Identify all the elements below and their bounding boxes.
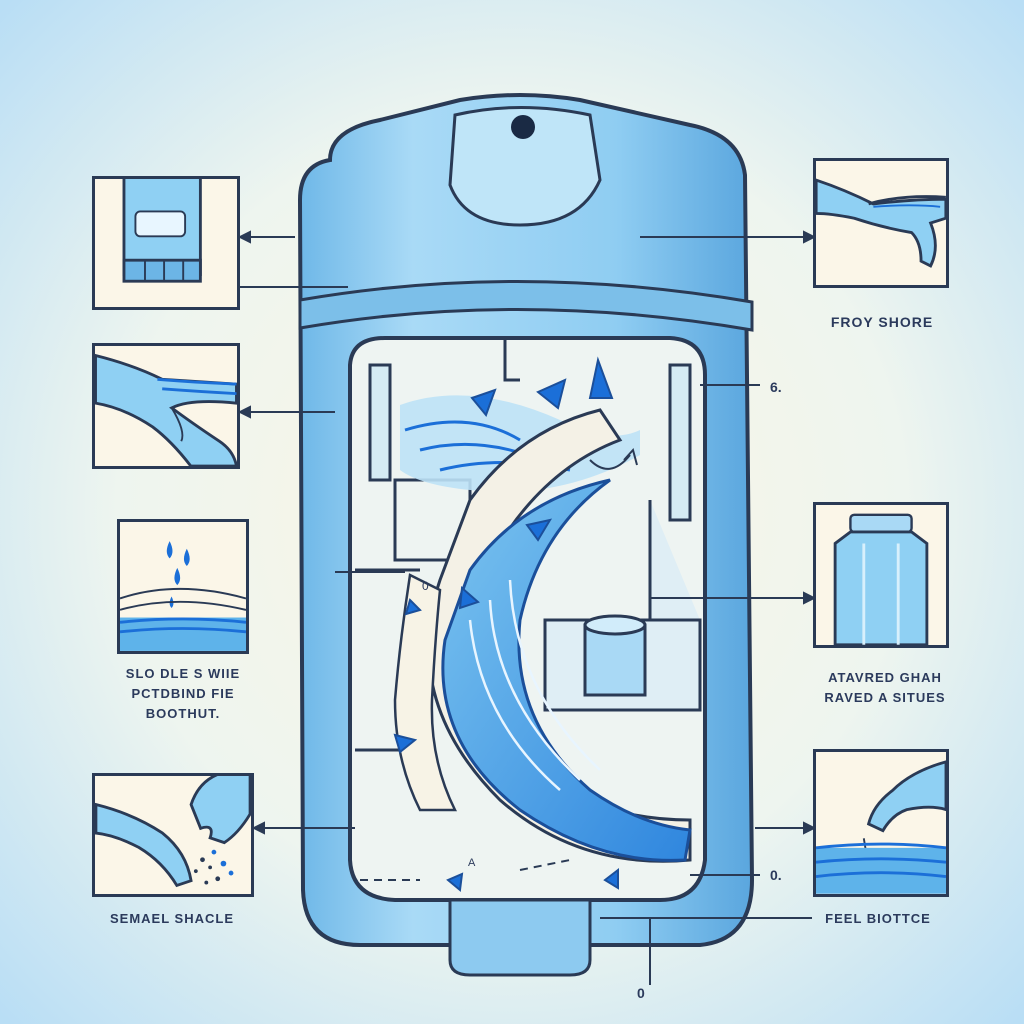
flow-stream-left: [393, 573, 458, 812]
label-mid-left-line-1: SLO DLE S WIIE: [125, 666, 241, 681]
inner-cylinder: [583, 614, 647, 697]
label-mid-left: SLO DLE S WIIE PCTDBIND FIE BOOTHUT.: [98, 664, 268, 724]
marker-upper-right: 6.: [770, 379, 782, 395]
label-mid-left-line-3: BOOTHUT.: [145, 706, 221, 721]
cap-band: [298, 280, 754, 332]
label-mid-right: ATAVRED GHAH RAVED A SITUES: [800, 668, 970, 708]
label-mid-left-line-2: PCTDBIND FIE: [131, 686, 235, 701]
panel-arm-application: [92, 343, 240, 469]
label-bottom-right: FEEL BIOTTCE: [825, 911, 931, 926]
panel-container: [813, 502, 949, 648]
label-top-right: FROY SHORE: [830, 314, 934, 330]
panel-water-dip: [813, 749, 949, 897]
marker-inner-left: 0: [422, 579, 429, 593]
nozzle-hole: [511, 115, 535, 139]
panel-nozzle-closeup: [813, 158, 949, 288]
marker-inner-bottom: A: [468, 857, 476, 869]
label-mid-right-line-2: RAVED A SITUES: [824, 690, 946, 705]
label-bottom-left: SEMAEL SHACLE: [110, 911, 234, 926]
nozzle: [448, 106, 602, 227]
marker-bottom: 0: [637, 985, 645, 1001]
panel-deodorant-stick: [92, 176, 240, 310]
panel-water-drops: [117, 519, 249, 654]
flow-stream-blue: [441, 478, 692, 862]
panel-hands-particles: [92, 773, 254, 897]
label-mid-right-line-1: ATAVRED GHAH: [828, 670, 942, 685]
base-cylinder: [448, 898, 592, 977]
marker-lower-right: 0.: [770, 867, 782, 883]
